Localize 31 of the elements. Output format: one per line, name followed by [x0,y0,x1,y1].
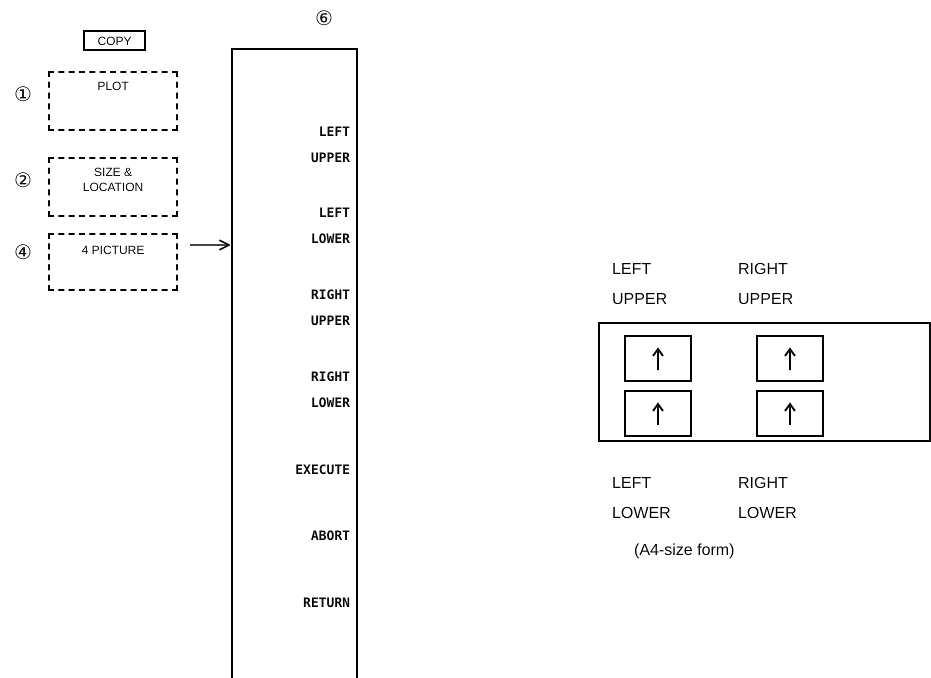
menu-item: RETURN [303,595,350,613]
picture-frame [624,390,692,437]
picture-frame [756,335,824,382]
callout-number: ② [14,170,32,192]
position-label: LEFT UPPER [612,260,668,310]
soft-key-box [48,71,178,131]
position-label: LEFT LOWER [612,474,672,524]
position-label: RIGHT UPPER [738,260,794,310]
picture-frame [624,335,692,382]
key-label: SIZE & LOCATION [82,165,144,195]
position-label: RIGHT LOWER [738,474,798,524]
menu-item: EXECUTE [295,462,350,480]
menu-panel [231,48,358,678]
form-outline [598,322,931,442]
menu-item: LEFT UPPER [310,124,350,168]
key-label: PLOT [96,79,130,94]
soft-key-box [48,157,178,217]
menu-item: ABORT [310,528,350,546]
arrow [190,239,230,251]
callout-number: ① [14,84,32,106]
callout-number: ⑥ [315,8,333,30]
menu-item: LEFT LOWER [310,205,350,249]
menu-item: RIGHT LOWER [310,369,350,413]
key-label: COPY [96,34,132,49]
caption: (A4-size form) [634,541,734,561]
soft-key-box [48,233,178,291]
picture-frame [756,390,824,437]
key-label: 4 PICTURE [80,243,146,258]
key-label-box [83,30,146,51]
callout-number: ④ [14,242,32,264]
menu-item: RIGHT UPPER [310,287,350,331]
